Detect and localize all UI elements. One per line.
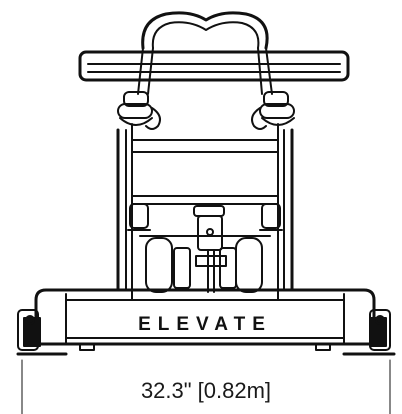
brand-logo-text: ELEVATE: [138, 314, 272, 335]
lower-rollers: [139, 235, 271, 293]
handle-uprights: [137, 47, 273, 95]
base-platform: [34, 288, 376, 351]
frame-posts: [116, 123, 294, 301]
handlebar: [141, 11, 269, 50]
right-pivot-knob: [251, 91, 295, 130]
left-pivot-knob: [117, 91, 161, 130]
left-caster: [16, 309, 68, 356]
center-panel: [131, 139, 279, 205]
right-caster: [342, 309, 396, 356]
top-tray: [78, 50, 350, 82]
side-clamps: [127, 203, 283, 231]
dimension-lines: [21, 359, 391, 414]
width-dimension-label: 32.3" [0.82m]: [141, 378, 271, 403]
center-latch: [193, 205, 227, 293]
